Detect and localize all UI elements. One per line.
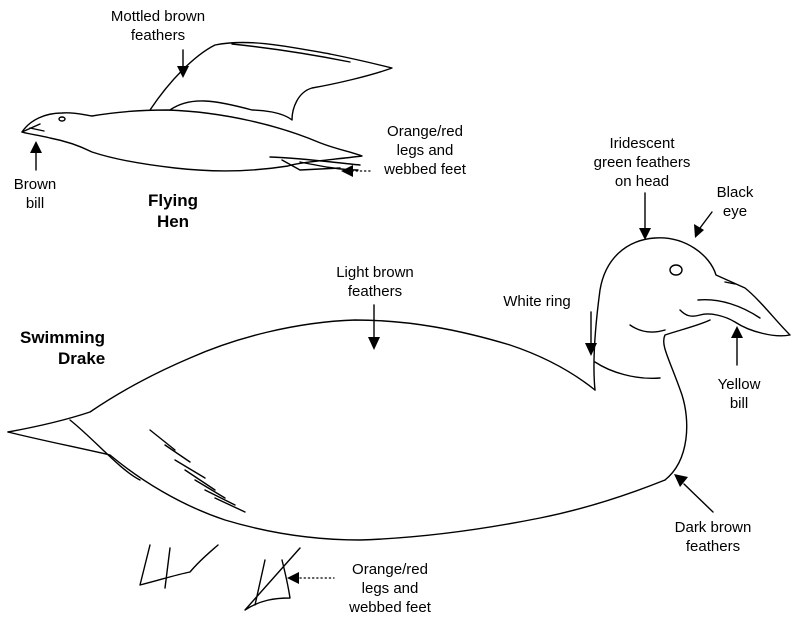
title-swimming-drake: Swimming Drake	[20, 327, 150, 369]
drake-wing-feathers	[150, 430, 245, 512]
label-orange-red-legs-hen: Orange/red legs and webbed feet	[365, 122, 485, 179]
drake-tail-tip	[8, 432, 665, 540]
drake-feet	[140, 545, 300, 610]
hen-body-outline	[22, 110, 362, 171]
label-yellow-bill: Yellow bill	[700, 375, 778, 413]
drake-head-outline	[594, 238, 790, 390]
flying-hen-drawing	[22, 42, 392, 170]
label-dark-brown-feathers: Dark brown feathers	[638, 518, 788, 556]
label-orange-red-legs-drake: Orange/red legs and webbed feet	[330, 560, 450, 617]
drake-cheek	[630, 325, 665, 332]
title-flying-hen: Flying Hen	[118, 190, 228, 232]
label-iridescent-green-feathers: Iridescent green feathers on head	[562, 134, 722, 191]
label-black-eye: Black eye	[700, 183, 770, 221]
drake-bill-line	[698, 300, 760, 318]
label-mottled-brown-feathers: Mottled brown feathers	[93, 7, 223, 45]
hen-feet	[270, 157, 360, 170]
label-brown-bill: Brown bill	[3, 175, 67, 213]
hen-wing-outline	[150, 42, 392, 120]
leader-dark-brown	[684, 484, 713, 512]
drake-eye	[670, 265, 682, 275]
label-light-brown-feathers: Light brown feathers	[305, 263, 445, 301]
label-white-ring: White ring	[482, 292, 592, 311]
hen-eye	[59, 117, 65, 121]
drake-neck-ring	[595, 362, 660, 378]
